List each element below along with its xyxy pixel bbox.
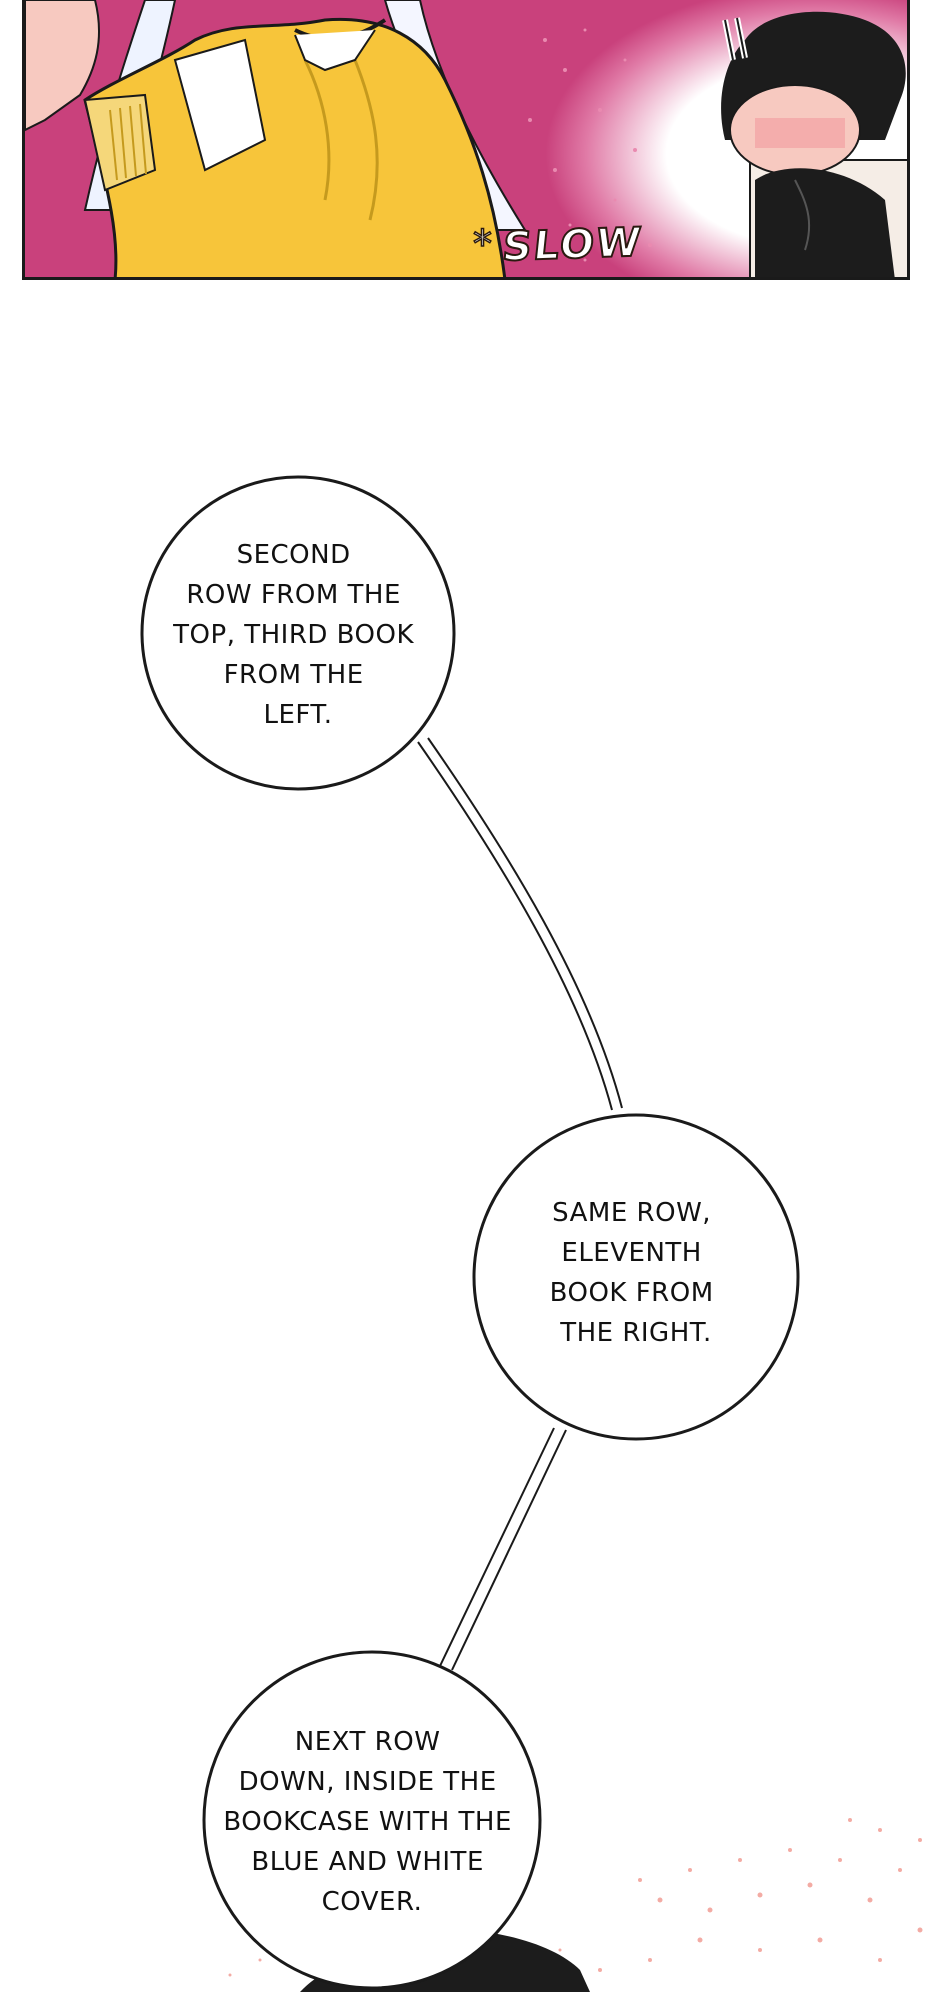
- speech-bubble-3: [202, 1650, 542, 1990]
- comic-panel-top: * SLOW: [22, 0, 910, 280]
- speech-bubble-2: [472, 1113, 800, 1441]
- bubble-2-text: SAME ROW, ELEVENTH BOOK FROM THE RIGHT.: [550, 1198, 723, 1348]
- bubble-1-text: SECOND ROW FROM THE TOP, THIRD BOOK FROM…: [172, 540, 423, 730]
- panel-artwork: [25, 0, 907, 277]
- panel-speckles: [528, 28, 652, 262]
- boy-character: [721, 11, 907, 277]
- bubble-3-text: NEXT ROW DOWN, INSIDE THE BOOKCASE WITH …: [223, 1727, 520, 1917]
- sfx-asterisk: *: [472, 221, 493, 267]
- speech-bubble-1: [140, 475, 456, 791]
- bubble-connectors: [417, 737, 623, 1671]
- speckle-texture: [228, 1818, 923, 1977]
